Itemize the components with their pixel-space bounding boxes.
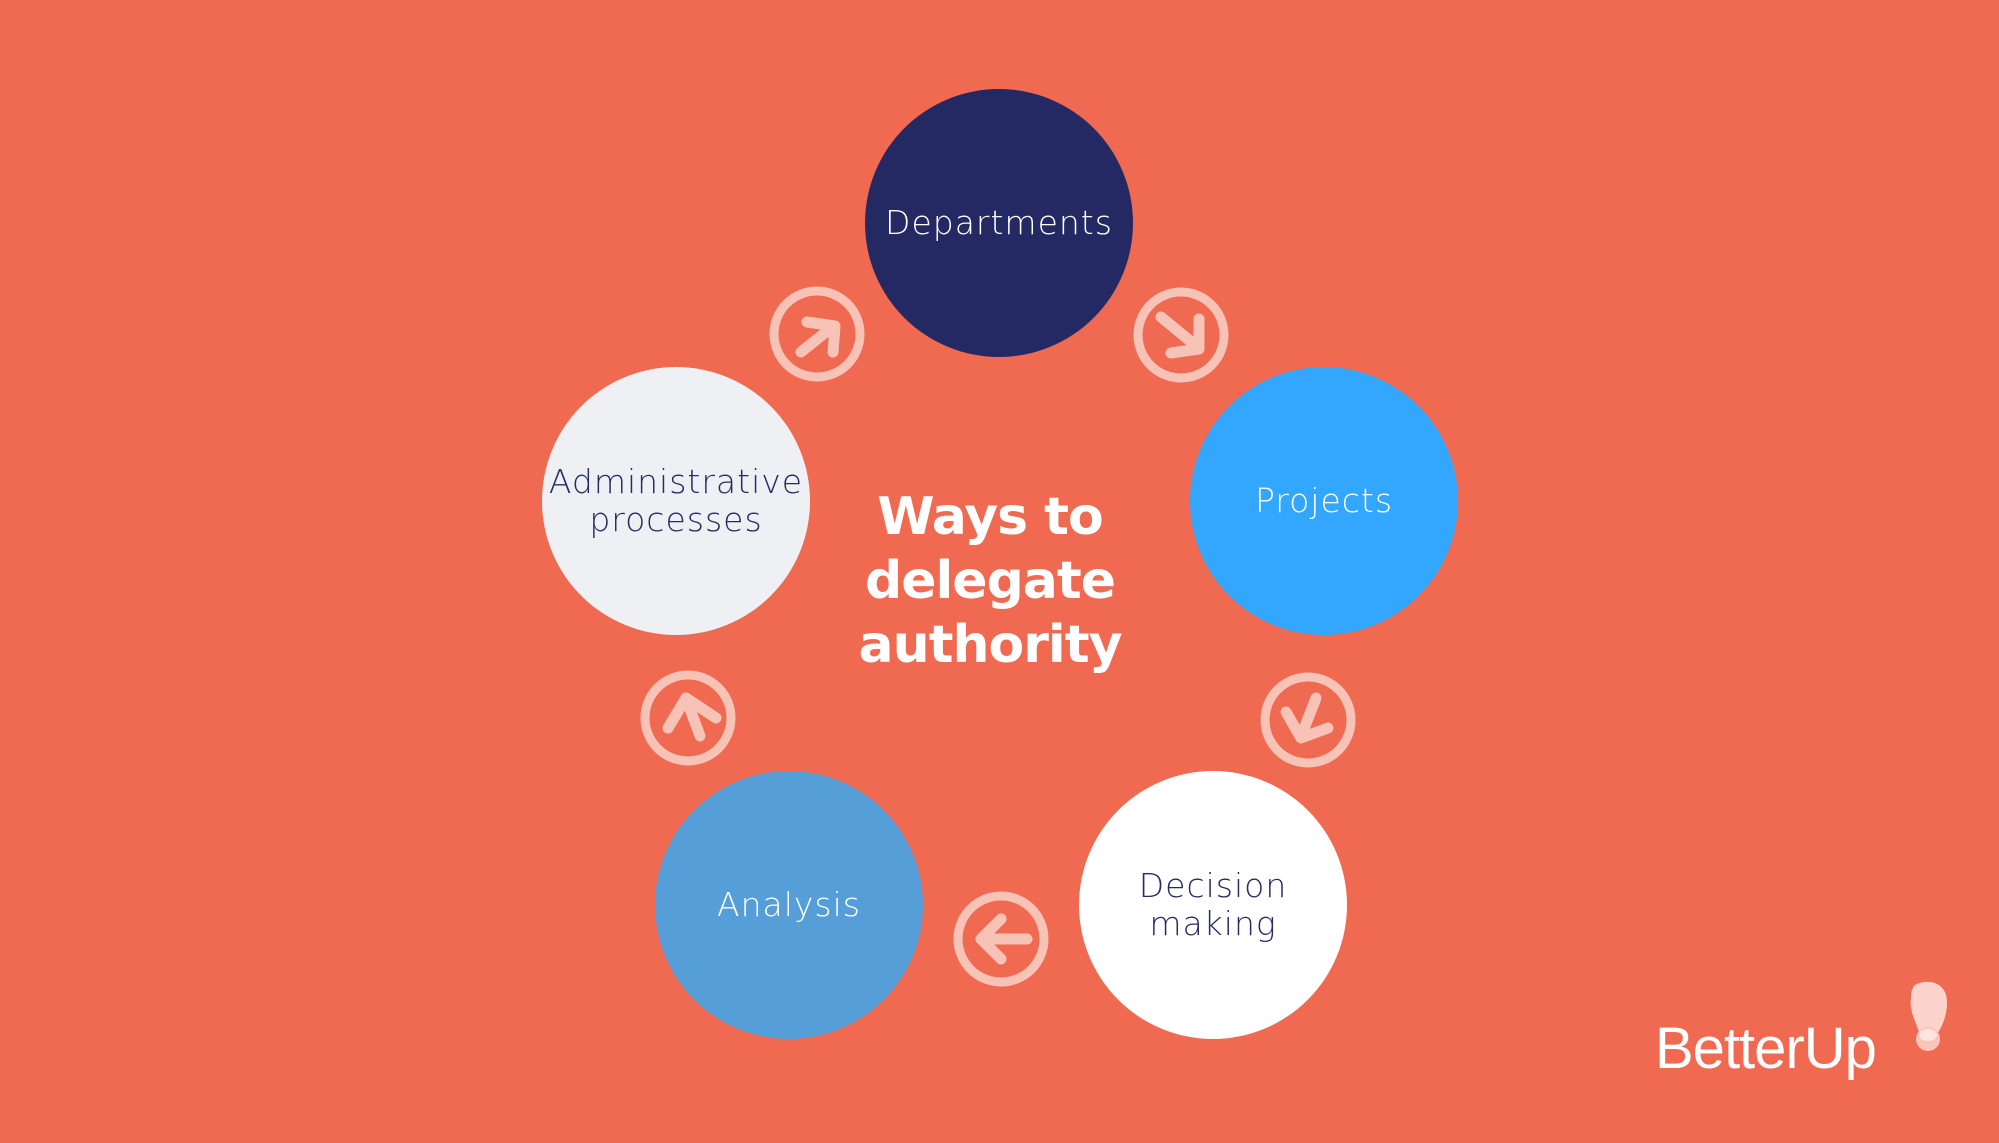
node-departments: Departments — [865, 89, 1133, 357]
betterup-logo: BetterUp — [1655, 1016, 1877, 1081]
diagram-title: Ways to delegate authority — [840, 485, 1140, 677]
node-label: Analysis — [717, 885, 861, 924]
node-label: Departments — [885, 203, 1113, 242]
arrow-left-icon — [951, 889, 1051, 989]
title-line: delegate — [864, 551, 1116, 611]
arrow-up-right-icon — [767, 284, 867, 384]
arrow-up-icon — [638, 668, 738, 768]
arrow-down-right-icon — [1131, 285, 1231, 385]
node-label: Projects — [1254, 481, 1394, 520]
node-label: Administrative processes — [548, 462, 804, 539]
node-projects: Projects — [1190, 367, 1458, 635]
node-analysis: Analysis — [655, 771, 923, 1039]
node-administrative-processes: Administrative processes — [542, 367, 810, 635]
node-label: Decision making — [1138, 866, 1288, 943]
arrow-down-left-icon — [1258, 670, 1358, 770]
title-line: Ways to — [877, 487, 1104, 547]
title-line: authority — [858, 615, 1123, 675]
node-decision-making: Decision making — [1079, 771, 1347, 1039]
logo-mark-icon — [1905, 980, 1955, 1060]
